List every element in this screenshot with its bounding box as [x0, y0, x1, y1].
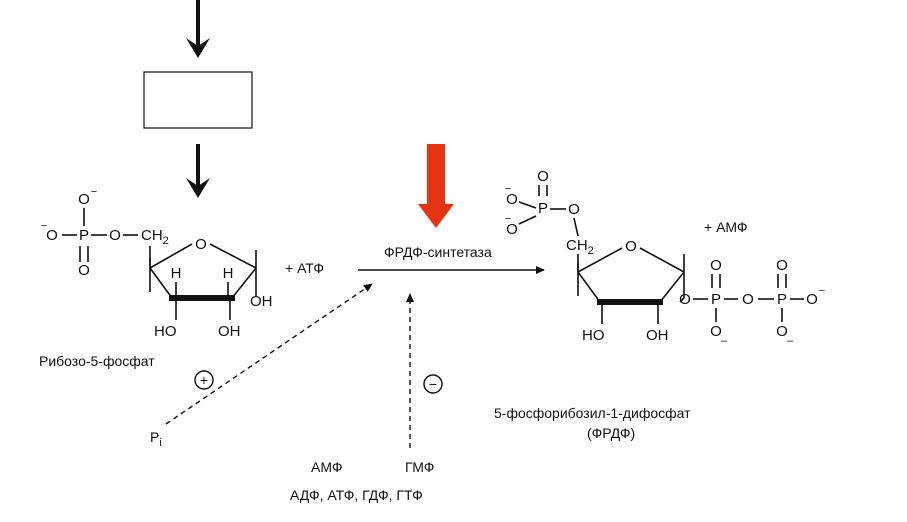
- group-ch2: CH2: [141, 227, 169, 247]
- charge-minus: –: [721, 335, 728, 347]
- atom-o-upper-left: O: [506, 191, 518, 208]
- activator-sign-circle: [194, 370, 214, 390]
- product-name: 5-фосфорибозил-1-дифосфат: [494, 405, 691, 421]
- charge-minus: −: [819, 285, 825, 297]
- activation-arrow: [165, 283, 373, 425]
- charge-minus: −: [91, 186, 97, 198]
- atom-p1: P: [711, 291, 721, 308]
- ring-oxygen: O: [195, 236, 207, 253]
- atom-o-p2-top: O: [776, 257, 788, 274]
- atom-p: P: [79, 227, 89, 244]
- group-ho: HO: [582, 327, 605, 344]
- atom-o-left: O: [46, 227, 58, 244]
- atom-o-lower-left: O: [506, 221, 518, 238]
- charge-minus: –: [787, 335, 794, 347]
- enzyme-indicator-arrow: [418, 144, 454, 228]
- inhibitor-sign: −: [429, 376, 437, 392]
- flow-arrow-top: [186, 0, 210, 58]
- empty-answer-box: [143, 71, 253, 129]
- atom-o-p2-bottom: O: [776, 323, 788, 340]
- charge-minus: −: [505, 213, 511, 225]
- inhibitor-others: АДФ, АТФ, ГДФ, ГТФ: [290, 487, 423, 503]
- inhibitor-gmp: ГМФ: [405, 459, 434, 475]
- group-oh-c1: OH: [250, 293, 273, 310]
- flow-arrow-middle: [186, 144, 210, 198]
- enzyme-name: ФРДФ-синтетаза: [384, 244, 492, 260]
- group-ch2: CH2: [566, 237, 594, 257]
- atom-o-bridge: O: [568, 201, 580, 218]
- atom-o-p1-top: O: [710, 257, 722, 274]
- group-oh: OH: [646, 327, 669, 344]
- atom-h: H: [171, 265, 182, 282]
- atom-p2: P: [777, 291, 787, 308]
- ring-oxygen: O: [625, 238, 637, 255]
- atom-h: H: [223, 265, 234, 282]
- co-product-amp: + АМФ: [704, 219, 748, 235]
- atom-o-bridge: O: [109, 227, 121, 244]
- activator-sign: +: [200, 372, 208, 388]
- group-oh: OH: [218, 323, 241, 340]
- co-substrate-atp: + АТФ: [285, 260, 324, 276]
- activator-agent: Pi: [150, 429, 162, 449]
- substrate-name: Рибозо-5-фосфат: [39, 353, 155, 369]
- group-ho: HO: [154, 323, 177, 340]
- charge-minus: −: [41, 220, 47, 232]
- atom-o-top: O: [537, 168, 549, 185]
- substrate-structure: O − − O P O CH2 O O H H OH HO OH: [41, 186, 273, 340]
- atom-o-terminal: O: [806, 291, 818, 308]
- atom-o-top: O: [78, 191, 90, 208]
- atom-o-bottom: O: [78, 262, 90, 279]
- inhibitor-amp: АМФ: [311, 459, 343, 475]
- inhibitor-sign-circle: [423, 374, 443, 394]
- atom-o-p1-bottom: O: [710, 323, 722, 340]
- product-abbreviation: (ФРДФ): [587, 425, 635, 441]
- atom-o-bridge-2: O: [742, 291, 754, 308]
- charge-minus: −: [505, 183, 511, 195]
- atom-p: P: [538, 200, 548, 217]
- atom-o-glycosidic: O: [679, 291, 691, 308]
- product-structure: O − O P O − O CH2 O HO OH O P O: [505, 168, 825, 347]
